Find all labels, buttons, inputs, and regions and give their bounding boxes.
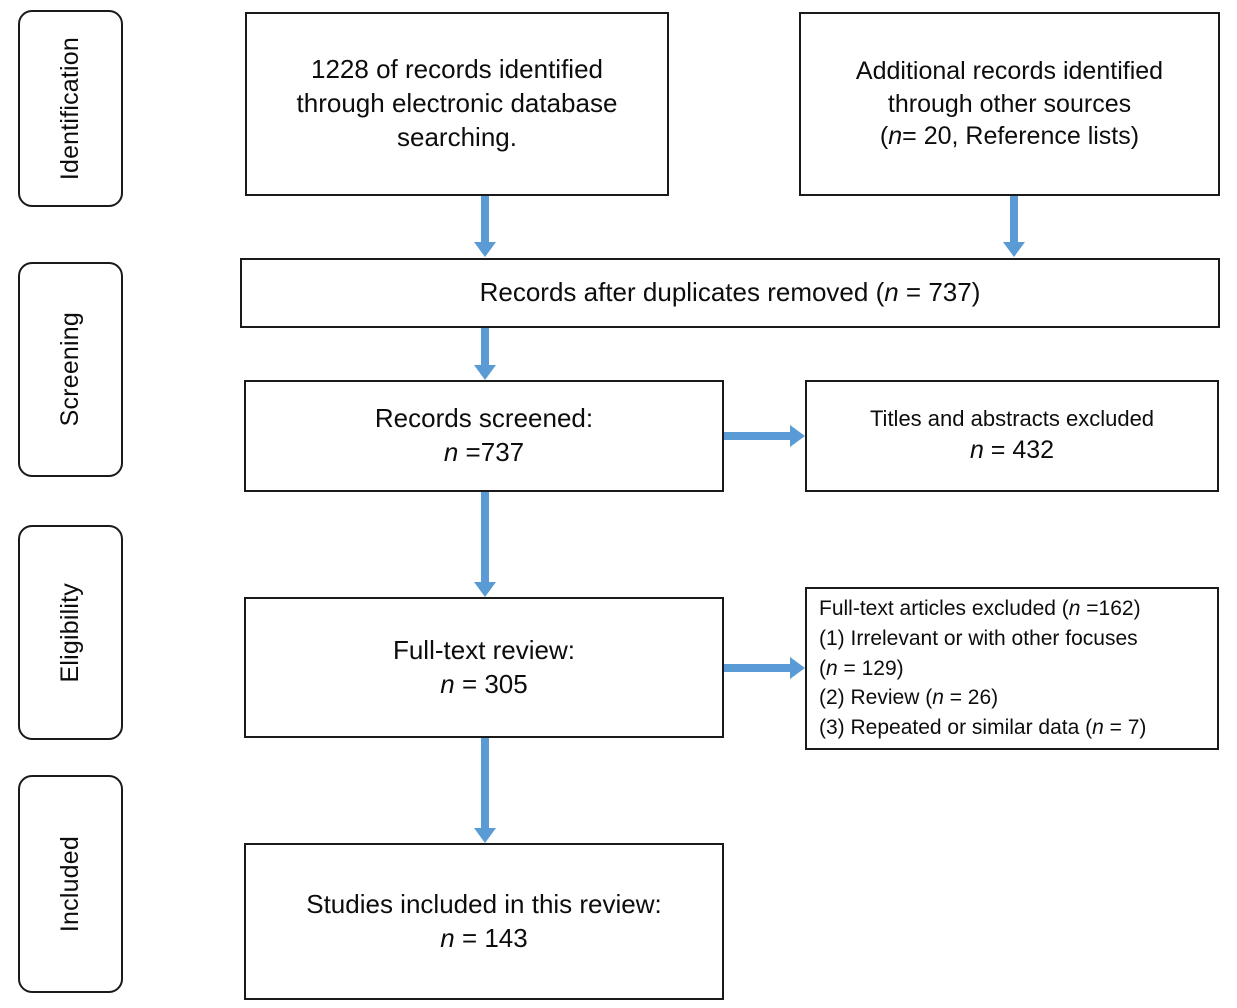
arrow-screened-to-excluded-head bbox=[790, 425, 805, 447]
database-search-line-1: 1228 of records identified bbox=[311, 54, 603, 85]
box-fulltext-review: Full-text review: n = 305 bbox=[244, 597, 724, 738]
duplicates-removed-n-value: = 737) bbox=[898, 277, 981, 308]
fulltext-excluded-reason2-n-symbol: n bbox=[932, 686, 944, 710]
duplicates-removed-prefix: Records after duplicates removed ( bbox=[479, 277, 885, 308]
studies-included-n-value: = 143 bbox=[454, 922, 528, 953]
arrow-duplicates-to-screened-shaft bbox=[481, 328, 489, 365]
studies-included-line-1: Studies included in this review: bbox=[306, 888, 662, 919]
fulltext-excluded-n-value: =162) bbox=[1080, 596, 1141, 620]
fulltext-excluded-reason3-prefix: (3) Repeated or similar data ( bbox=[819, 716, 1093, 740]
arrow-fulltext-to-included-shaft bbox=[481, 738, 489, 828]
fulltext-review-line-2: n = 305 bbox=[256, 668, 712, 702]
fulltext-excluded-reason1-n-symbol: n bbox=[826, 656, 838, 680]
fulltext-excluded-reason2-n-value: = 26) bbox=[943, 686, 999, 710]
arrow-fulltext-to-included-head bbox=[474, 828, 496, 843]
arrow-screened-to-fulltext-shaft bbox=[481, 492, 489, 582]
box-studies-included: Studies included in this review: n = 143 bbox=[244, 843, 724, 1000]
records-screened-line-1: Records screened: bbox=[374, 403, 594, 434]
fulltext-excluded-reason1-n-value: = 129) bbox=[837, 656, 904, 680]
other-sources-n-value: = 20, Reference lists) bbox=[902, 122, 1140, 151]
records-screened-n-symbol: n bbox=[443, 437, 459, 467]
fulltext-excluded-reason3-n-value: = 7) bbox=[1103, 716, 1147, 740]
other-sources-line-3: (n= 20, Reference lists) bbox=[811, 120, 1208, 153]
fulltext-excluded-line-5: (3) Repeated or similar data (n = 7) bbox=[819, 713, 1146, 743]
studies-included-line-2: n = 143 bbox=[256, 922, 712, 956]
stage-label-screening: Screening bbox=[56, 312, 84, 427]
fulltext-excluded-reason2-prefix: (2) Review ( bbox=[819, 686, 933, 710]
other-sources-paren-open: ( bbox=[879, 122, 889, 151]
arrow-fulltext-to-excluded-head bbox=[790, 657, 805, 679]
arrow-other-to-duplicates-shaft bbox=[1010, 196, 1018, 242]
other-sources-line-1: Additional records identified bbox=[855, 57, 1164, 86]
fulltext-review-n-value: = 305 bbox=[454, 668, 528, 699]
arrow-database-to-duplicates-shaft bbox=[481, 196, 489, 242]
titles-excluded-n-value: = 432 bbox=[983, 436, 1055, 465]
stage-pill-included: Included bbox=[18, 775, 123, 993]
arrow-other-to-duplicates-head bbox=[1003, 242, 1025, 257]
fulltext-excluded-line-3: (n = 129) bbox=[819, 654, 904, 684]
other-sources-n-symbol: n bbox=[888, 122, 903, 151]
fulltext-review-n-symbol: n bbox=[440, 668, 455, 699]
database-search-line-3: searching. bbox=[397, 121, 517, 152]
other-sources-line-2: through other sources bbox=[887, 89, 1132, 118]
database-search-line-2: through electronic database bbox=[296, 88, 618, 119]
titles-excluded-n-symbol: n bbox=[969, 436, 984, 465]
fulltext-excluded-prefix: Full-text articles excluded ( bbox=[819, 596, 1069, 620]
arrow-fulltext-to-excluded-shaft bbox=[724, 664, 790, 672]
stage-pill-identification: Identification bbox=[18, 10, 123, 207]
stage-pill-eligibility: Eligibility bbox=[18, 525, 123, 740]
studies-included-n-symbol: n bbox=[440, 922, 455, 953]
box-database-search: 1228 of records identified through elect… bbox=[245, 12, 669, 196]
titles-excluded-line-1: Titles and abstracts excluded bbox=[869, 406, 1155, 432]
box-fulltext-excluded: Full-text articles excluded (n =162) (1)… bbox=[805, 587, 1219, 750]
duplicates-removed-n-symbol: n bbox=[884, 277, 899, 308]
records-screened-line-2: n =737 bbox=[256, 436, 712, 470]
duplicates-removed-text: Records after duplicates removed (n = 73… bbox=[252, 276, 1208, 310]
box-duplicates-removed: Records after duplicates removed (n = 73… bbox=[240, 258, 1220, 328]
stage-label-identification: Identification bbox=[56, 36, 84, 181]
arrow-screened-to-excluded-shaft bbox=[724, 432, 790, 440]
fulltext-excluded-reason1-prefix: ( bbox=[819, 656, 826, 680]
records-screened-n-value: =737 bbox=[458, 437, 525, 467]
titles-excluded-line-2: n = 432 bbox=[817, 434, 1207, 467]
stage-label-included: Included bbox=[56, 835, 84, 933]
box-other-sources: Additional records identified through ot… bbox=[799, 12, 1220, 196]
fulltext-excluded-line-4: (2) Review (n = 26) bbox=[819, 683, 998, 713]
arrow-duplicates-to-screened-head bbox=[474, 365, 496, 380]
stage-label-eligibility: Eligibility bbox=[56, 582, 84, 683]
arrow-database-to-duplicates-head bbox=[474, 242, 496, 257]
fulltext-excluded-line-1: Full-text articles excluded (n =162) bbox=[819, 594, 1141, 624]
box-records-screened: Records screened: n =737 bbox=[244, 380, 724, 492]
arrow-screened-to-fulltext-head bbox=[474, 582, 496, 597]
stage-pill-screening: Screening bbox=[18, 262, 123, 477]
box-titles-excluded: Titles and abstracts excluded n = 432 bbox=[805, 380, 1219, 492]
fulltext-review-line-1: Full-text review: bbox=[392, 634, 576, 665]
fulltext-excluded-line-2: (1) Irrelevant or with other focuses bbox=[819, 626, 1138, 650]
fulltext-excluded-reason3-n-symbol: n bbox=[1092, 716, 1104, 740]
fulltext-excluded-n-symbol: n bbox=[1068, 596, 1081, 620]
